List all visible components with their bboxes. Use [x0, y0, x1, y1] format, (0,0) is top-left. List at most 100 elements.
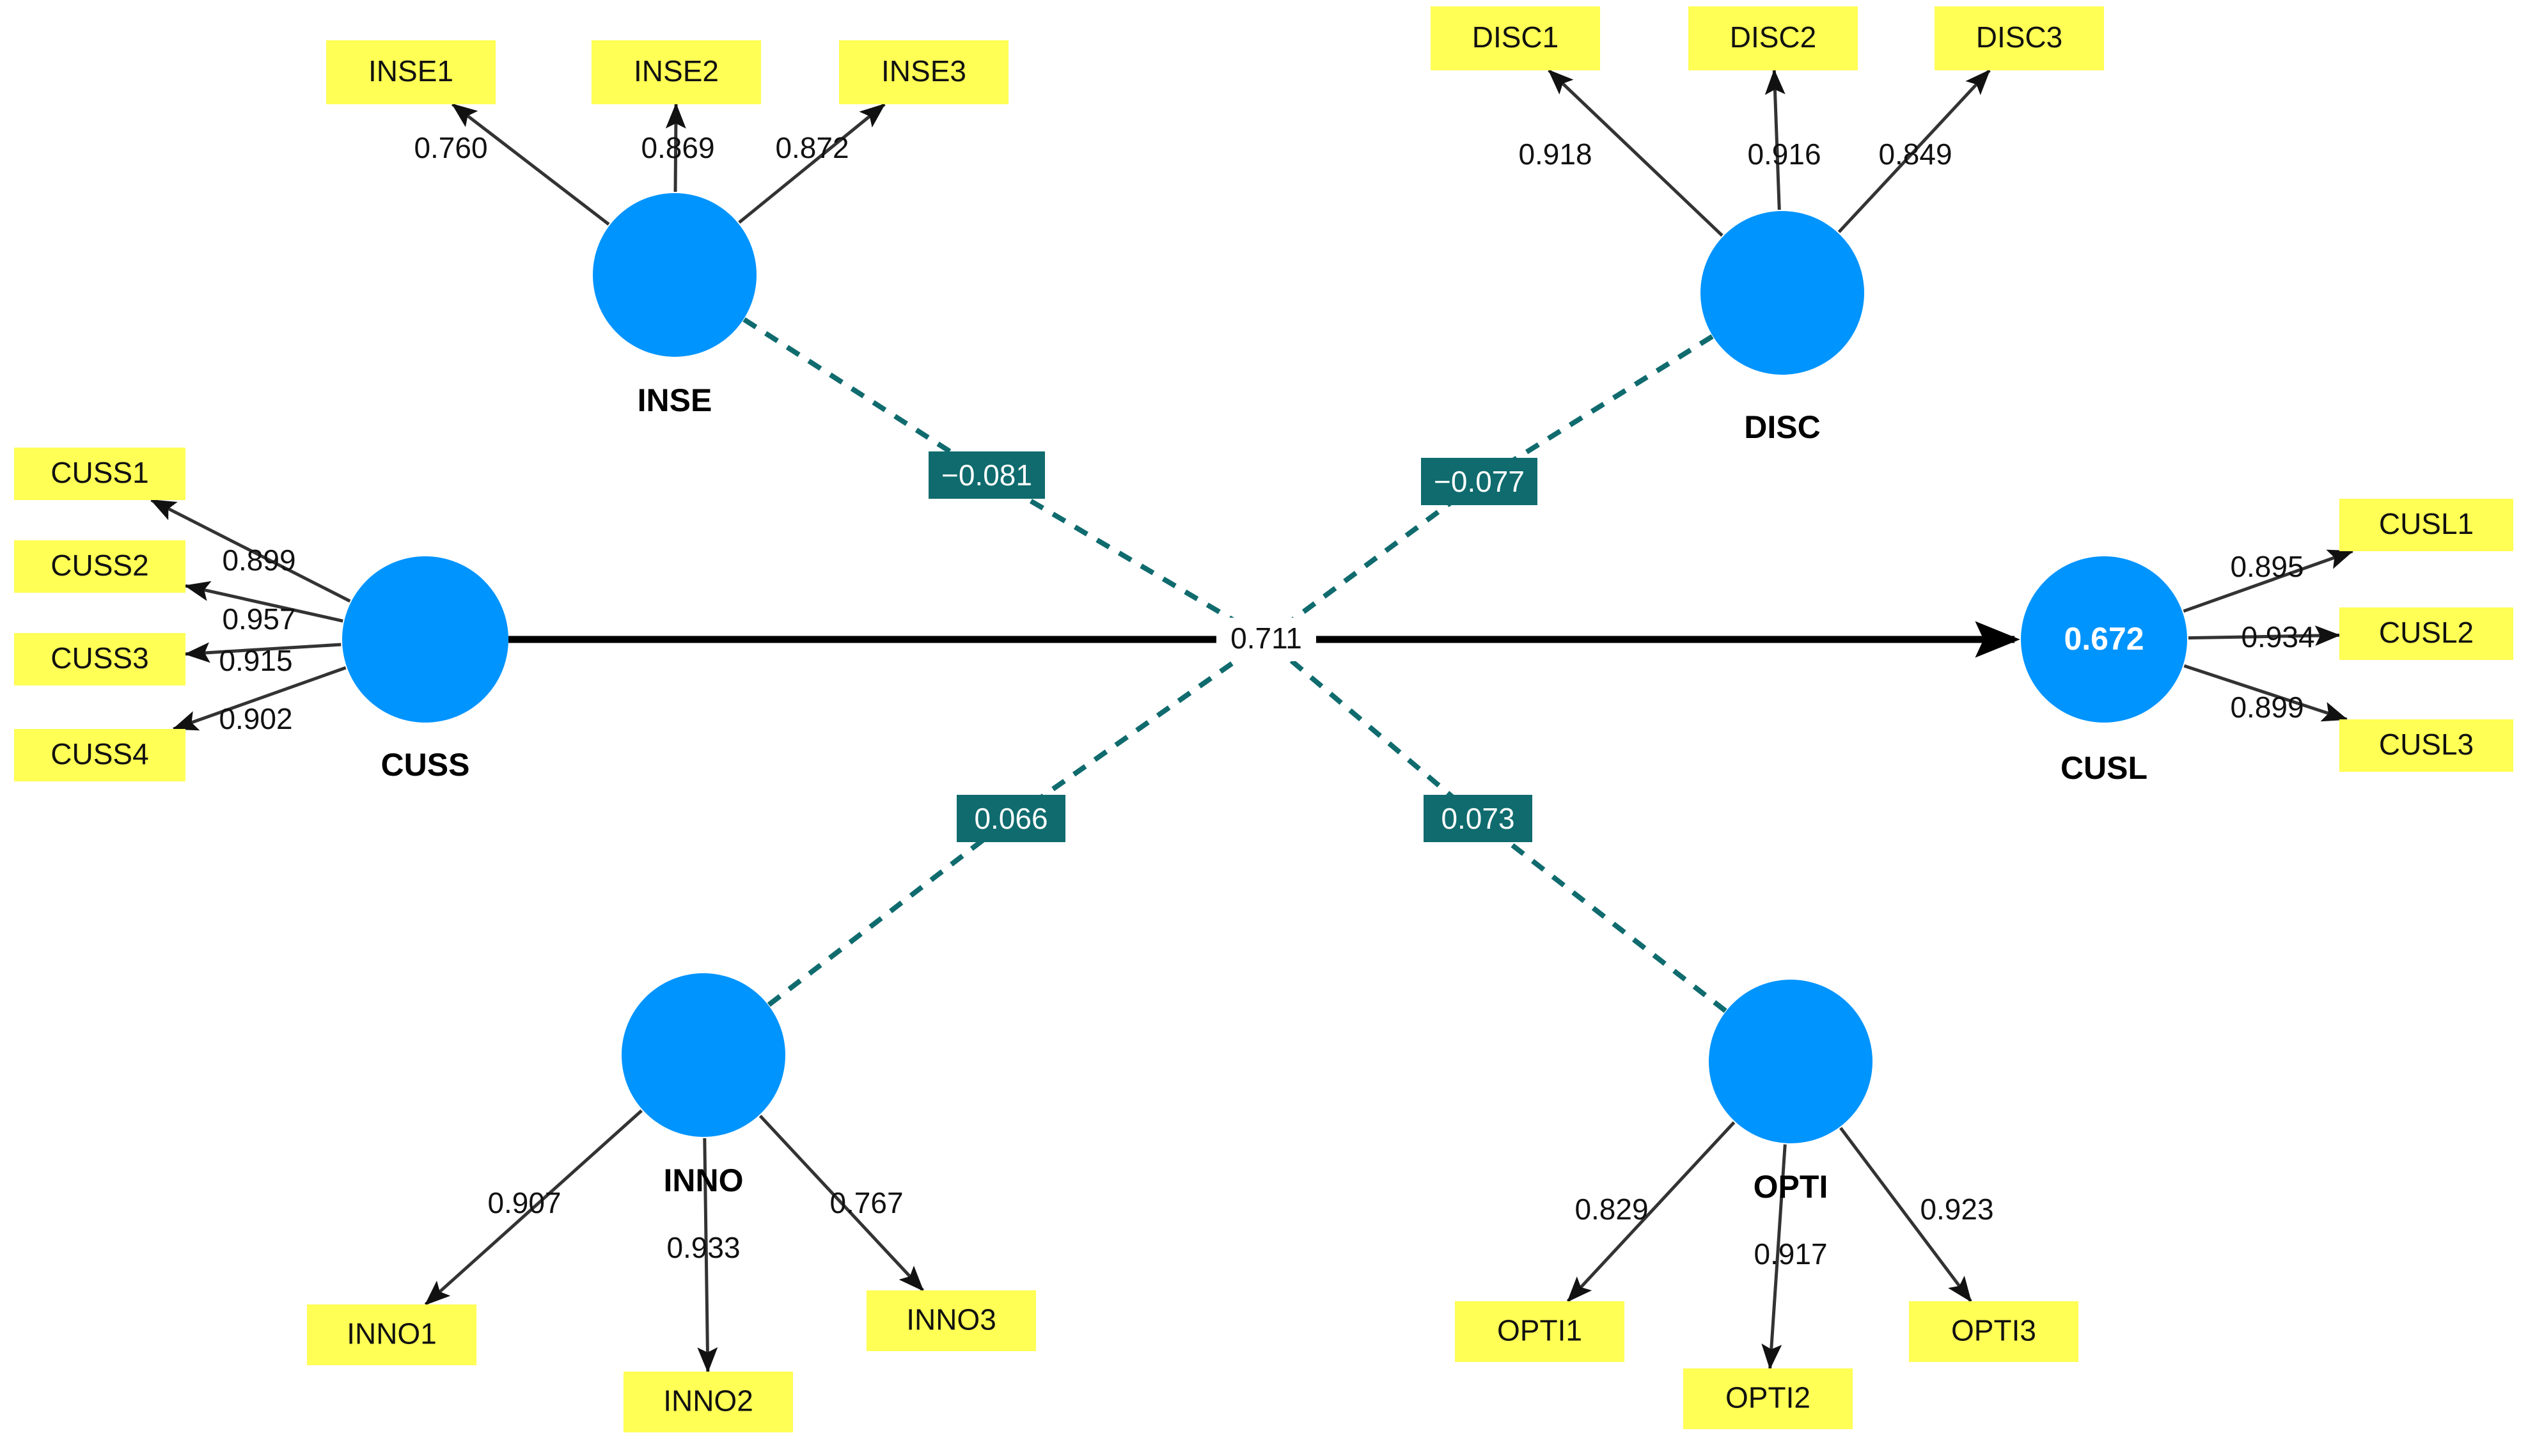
- construct-label-inse: INSE: [638, 382, 712, 418]
- construct-label-inno: INNO: [664, 1162, 744, 1198]
- path-coefficient-backdrop: [1216, 618, 1316, 661]
- moderation-path-lower-inse-moderation: [985, 473, 1268, 642]
- measurement-path-opti2: [1761, 1144, 1787, 1370]
- loading-value-opti1: 0.829: [1574, 1193, 1648, 1226]
- moderation-boxes-group: −0.081 −0.077 0.066 0.073: [929, 451, 1537, 842]
- structural-labels-group: 0.711: [1216, 618, 1316, 661]
- loading-value-inse3: 0.872: [775, 131, 849, 164]
- measurement-path-cuss2: [184, 581, 343, 623]
- measurement-path-cusl1: [2183, 549, 2354, 613]
- moderation-box-opti-moderation[interactable]: [1424, 795, 1532, 842]
- indicator-label-inse1: INSE1: [368, 54, 453, 88]
- measurement-path-inse3: [738, 103, 886, 224]
- indicator-box-inno2[interactable]: [624, 1372, 793, 1432]
- moderation-edges-group: [742, 317, 1727, 1014]
- indicator-box-inse2[interactable]: [592, 40, 761, 104]
- construct-circle-inno[interactable]: [622, 973, 785, 1137]
- indicator-label-opti2: OPTI2: [1725, 1381, 1810, 1414]
- moderation-path-upper-inno-moderation: [767, 816, 1013, 1007]
- indicator-box-inse3[interactable]: [839, 40, 1009, 104]
- measurement-edges-group: [150, 69, 2354, 1373]
- indicator-box-opti2[interactable]: [1683, 1368, 1853, 1429]
- loading-value-inno2: 0.933: [666, 1231, 740, 1264]
- construct-circle-opti[interactable]: [1709, 980, 1872, 1143]
- construct-label-cuss: CUSS: [381, 747, 470, 783]
- indicator-label-cusl2: CUSL2: [2379, 616, 2474, 649]
- moderation-path-lower-disc-moderation: [1264, 479, 1481, 642]
- moderation-coefficient-inse-moderation: −0.081: [941, 458, 1032, 492]
- measurement-path-cusl2: [2188, 625, 2341, 646]
- indicator-box-cusl1[interactable]: [2339, 499, 2513, 551]
- indicator-label-inse3: INSE3: [881, 54, 966, 88]
- indicator-box-cuss2[interactable]: [14, 540, 185, 593]
- indicator-box-inse1[interactable]: [326, 40, 496, 104]
- loading-value-cuss2: 0.957: [222, 602, 295, 636]
- loading-value-cuss3: 0.915: [219, 644, 292, 677]
- loading-value-inse1: 0.760: [414, 131, 487, 164]
- loading-value-cusl1: 0.895: [2230, 550, 2304, 583]
- moderation-coefficient-inno-moderation: 0.066: [974, 802, 1048, 835]
- loading-value-opti3: 0.923: [1920, 1193, 1993, 1226]
- indicator-label-disc2: DISC2: [1730, 20, 1816, 54]
- indicator-box-cuss1[interactable]: [14, 448, 185, 500]
- moderation-box-disc-moderation[interactable]: [1421, 458, 1537, 505]
- indicator-label-disc1: DISC1: [1472, 20, 1558, 54]
- indicator-box-cusl3[interactable]: [2339, 719, 2513, 772]
- indicator-box-inno3[interactable]: [867, 1290, 1036, 1351]
- loading-value-cusl3: 0.899: [2230, 691, 2304, 724]
- moderation-coefficient-opti-moderation: 0.073: [1441, 802, 1514, 835]
- measurement-path-cuss1: [150, 498, 351, 603]
- indicator-box-inno1[interactable]: [307, 1304, 476, 1365]
- measurement-path-inno3: [758, 1115, 925, 1292]
- indicator-label-disc3: DISC3: [1976, 20, 2062, 54]
- indicator-box-disc2[interactable]: [1688, 6, 1858, 70]
- loading-value-cuss1: 0.899: [222, 544, 295, 577]
- construct-label-opti: OPTI: [1754, 1169, 1828, 1205]
- indicator-label-cuss3: CUSS3: [51, 641, 148, 675]
- construct-circle-disc[interactable]: [1700, 211, 1864, 375]
- measurement-path-cuss3: [184, 642, 342, 663]
- loading-value-cuss4: 0.902: [219, 702, 292, 735]
- indicator-box-opti3[interactable]: [1909, 1301, 2078, 1362]
- path-coefficient-cuss-to-cusl: 0.711: [1230, 622, 1302, 655]
- moderation-path-upper-disc-moderation: [1477, 334, 1714, 484]
- moderation-path-lower-inno-moderation: [1009, 637, 1268, 821]
- loading-value-inno3: 0.767: [829, 1186, 903, 1219]
- indicator-box-cuss4[interactable]: [14, 729, 185, 781]
- indicator-label-cusl3: CUSL3: [2379, 728, 2474, 761]
- loading-value-disc3: 0.849: [1878, 137, 1952, 171]
- construct-circle-cuss[interactable]: [342, 556, 508, 723]
- moderation-path-upper-opti-moderation: [1476, 816, 1727, 1014]
- measurement-path-disc1: [1548, 69, 1723, 237]
- moderation-box-inno-moderation[interactable]: [957, 795, 1065, 842]
- indicator-box-cusl2[interactable]: [2339, 607, 2513, 660]
- indicator-label-opti3: OPTI3: [1951, 1314, 2036, 1347]
- measurement-path-inse1: [451, 103, 610, 226]
- measurement-path-opti3: [1839, 1127, 1972, 1303]
- loading-value-disc1: 0.918: [1518, 137, 1592, 171]
- indicator-label-opti1: OPTI1: [1497, 1314, 1582, 1347]
- indicator-label-inno3: INNO3: [906, 1303, 996, 1336]
- construct-label-disc: DISC: [1744, 409, 1820, 445]
- loading-value-disc2: 0.916: [1747, 137, 1821, 171]
- measurement-path-inno2: [697, 1138, 718, 1373]
- r-squared-cusl: 0.672: [2064, 621, 2144, 657]
- construct-circle-inse[interactable]: [593, 193, 757, 357]
- moderation-path-upper-inse-moderation: [742, 317, 989, 478]
- measurement-path-disc2: [1764, 69, 1786, 210]
- loading-value-opti2: 0.917: [1754, 1237, 1827, 1271]
- indicator-label-cuss1: CUSS1: [51, 456, 148, 489]
- indicator-box-disc1[interactable]: [1431, 6, 1600, 70]
- moderation-coefficient-disc-moderation: −0.077: [1434, 465, 1525, 498]
- indicator-box-disc3[interactable]: [1935, 6, 2104, 70]
- loading-value-cusl2: 0.934: [2241, 620, 2314, 654]
- indicator-box-cuss3[interactable]: [14, 633, 185, 685]
- indicator-label-inno2: INNO2: [663, 1384, 753, 1418]
- construct-circle-cusl[interactable]: [2021, 556, 2187, 723]
- moderation-box-inse-moderation[interactable]: [929, 451, 1045, 499]
- indicator-box-opti1[interactable]: [1455, 1301, 1624, 1362]
